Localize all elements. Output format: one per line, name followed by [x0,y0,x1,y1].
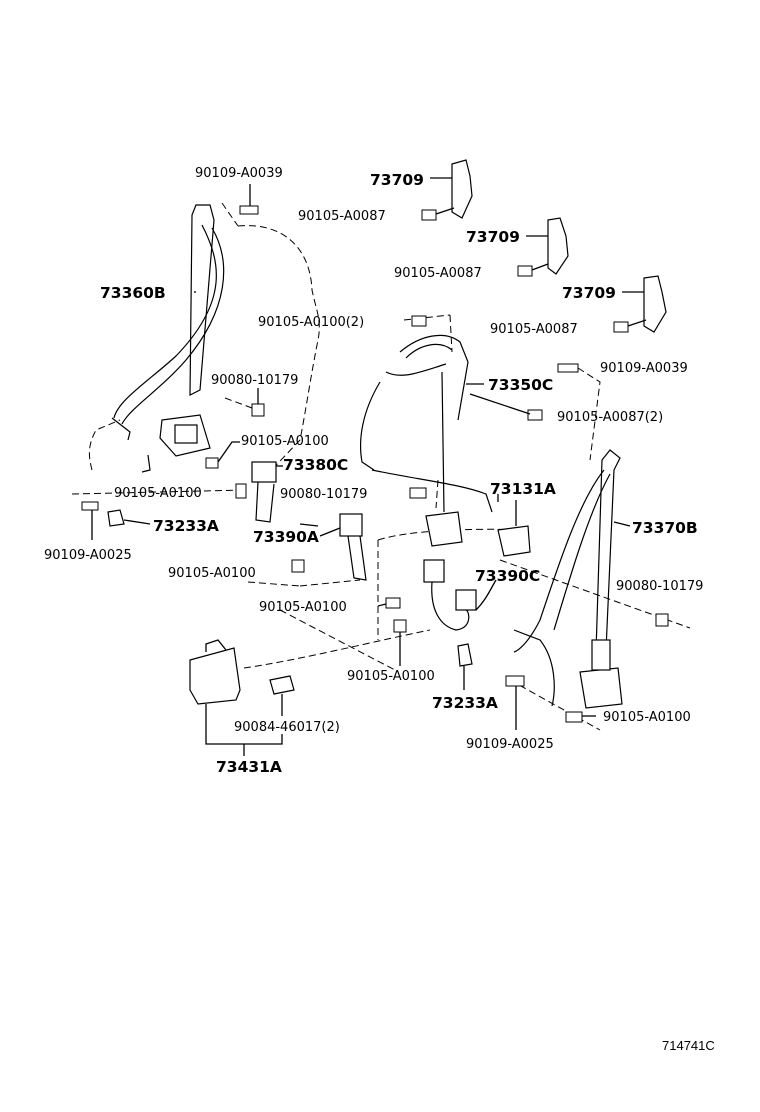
bracket-73709-3 [613,275,667,333]
cover-73233A-left [107,509,151,527]
cover-73233A-center [457,643,473,690]
part-73431A [189,639,283,756]
label-90109-A0025-left: 90109-A0025 [44,548,132,563]
bracket-73131A [497,500,531,557]
bolt-90105-A0100-lower3 [393,619,407,666]
label-90105-A0100-lower2: 90105-A0100 [259,600,347,615]
label-90105-A0087-2: 90105-A0087 [394,266,482,281]
label-73431A: 73431A [216,758,282,776]
label-90080-10179-right: 90080-10179 [616,579,703,594]
label-90109-A0039-top: 90109-A0039 [195,166,283,181]
label-90109-A0039-right: 90109-A0039 [600,361,688,376]
label-73360B: 73360B [100,284,166,302]
label-90105-A0100-left: 90105-A0100 [241,434,329,449]
label-73709-1: 73709 [370,171,424,189]
label-73233A-center: 73233A [432,694,498,712]
buckle-73390A [319,513,367,581]
bracket-73709-1 [421,159,473,221]
left-seat-outline [71,202,320,495]
label-90105-A0100-lower3: 90105-A0100 [347,669,435,684]
label-90105-A0087-x2: 90105-A0087(2) [557,410,663,425]
label-73370B: 73370B [632,519,698,537]
label-73390C: 73390C [475,567,540,585]
label-90105-A0100-mid: 90105-A0100 [114,486,202,501]
diagram-id: 714741C [662,1038,715,1053]
clip-90084-46017 [269,675,295,716]
bolt-90105-A0100-right [565,711,583,723]
bolt-90105-A0100-left [205,441,240,469]
bolt-90080-10179-center [409,487,427,499]
label-73233A-left: 73233A [153,517,219,535]
bolt-90109-A0039-right [557,363,601,461]
bolt-90105-A0100-mid [235,483,247,499]
buckle-73380C [251,461,283,523]
label-90105-A0100-lower1: 90105-A0100 [168,566,256,581]
label-90080-10179-center: 90080-10179 [280,487,367,502]
bracket-73709-2 [517,217,569,277]
bolt-90109-A0025-left [81,501,99,540]
label-90084-46017: 90084-46017(2) [234,720,340,735]
label-73709-2: 73709 [466,228,520,246]
label-90105-A0087-1: 90105-A0087 [298,209,386,224]
bolt-90105-A0087-x2 [469,393,543,421]
bolt-90105-A0100-lower1 [291,559,305,573]
bolt-90080-10179-right [655,613,669,627]
bolt-90080-10179-left [224,388,265,417]
buckle-73390C [423,559,497,631]
label-73350C: 73350C [488,376,553,394]
leader-lines [194,291,631,717]
label-73709-3: 73709 [562,284,616,302]
label-73380C: 73380C [283,456,348,474]
label-90109-A0025-center: 90109-A0025 [466,737,554,752]
label-90105-A0100-2: 90105-A0100(2) [258,315,364,330]
belt-73360B [111,204,225,473]
label-73131A: 73131A [490,480,556,498]
label-90105-A0100-right: 90105-A0100 [603,710,691,725]
label-73390A: 73390A [253,528,319,546]
bolt-90109-A0025-center [505,675,525,730]
label-90080-10179-left: 90080-10179 [211,373,298,388]
label-90105-A0087-3: 90105-A0087 [490,322,578,337]
bolt-90109-A0039-top [239,184,259,215]
bolt-90105-A0100-lower2 [385,597,401,609]
belt-73350C [360,334,493,547]
bolt-90105-A0100-2 [411,315,427,327]
